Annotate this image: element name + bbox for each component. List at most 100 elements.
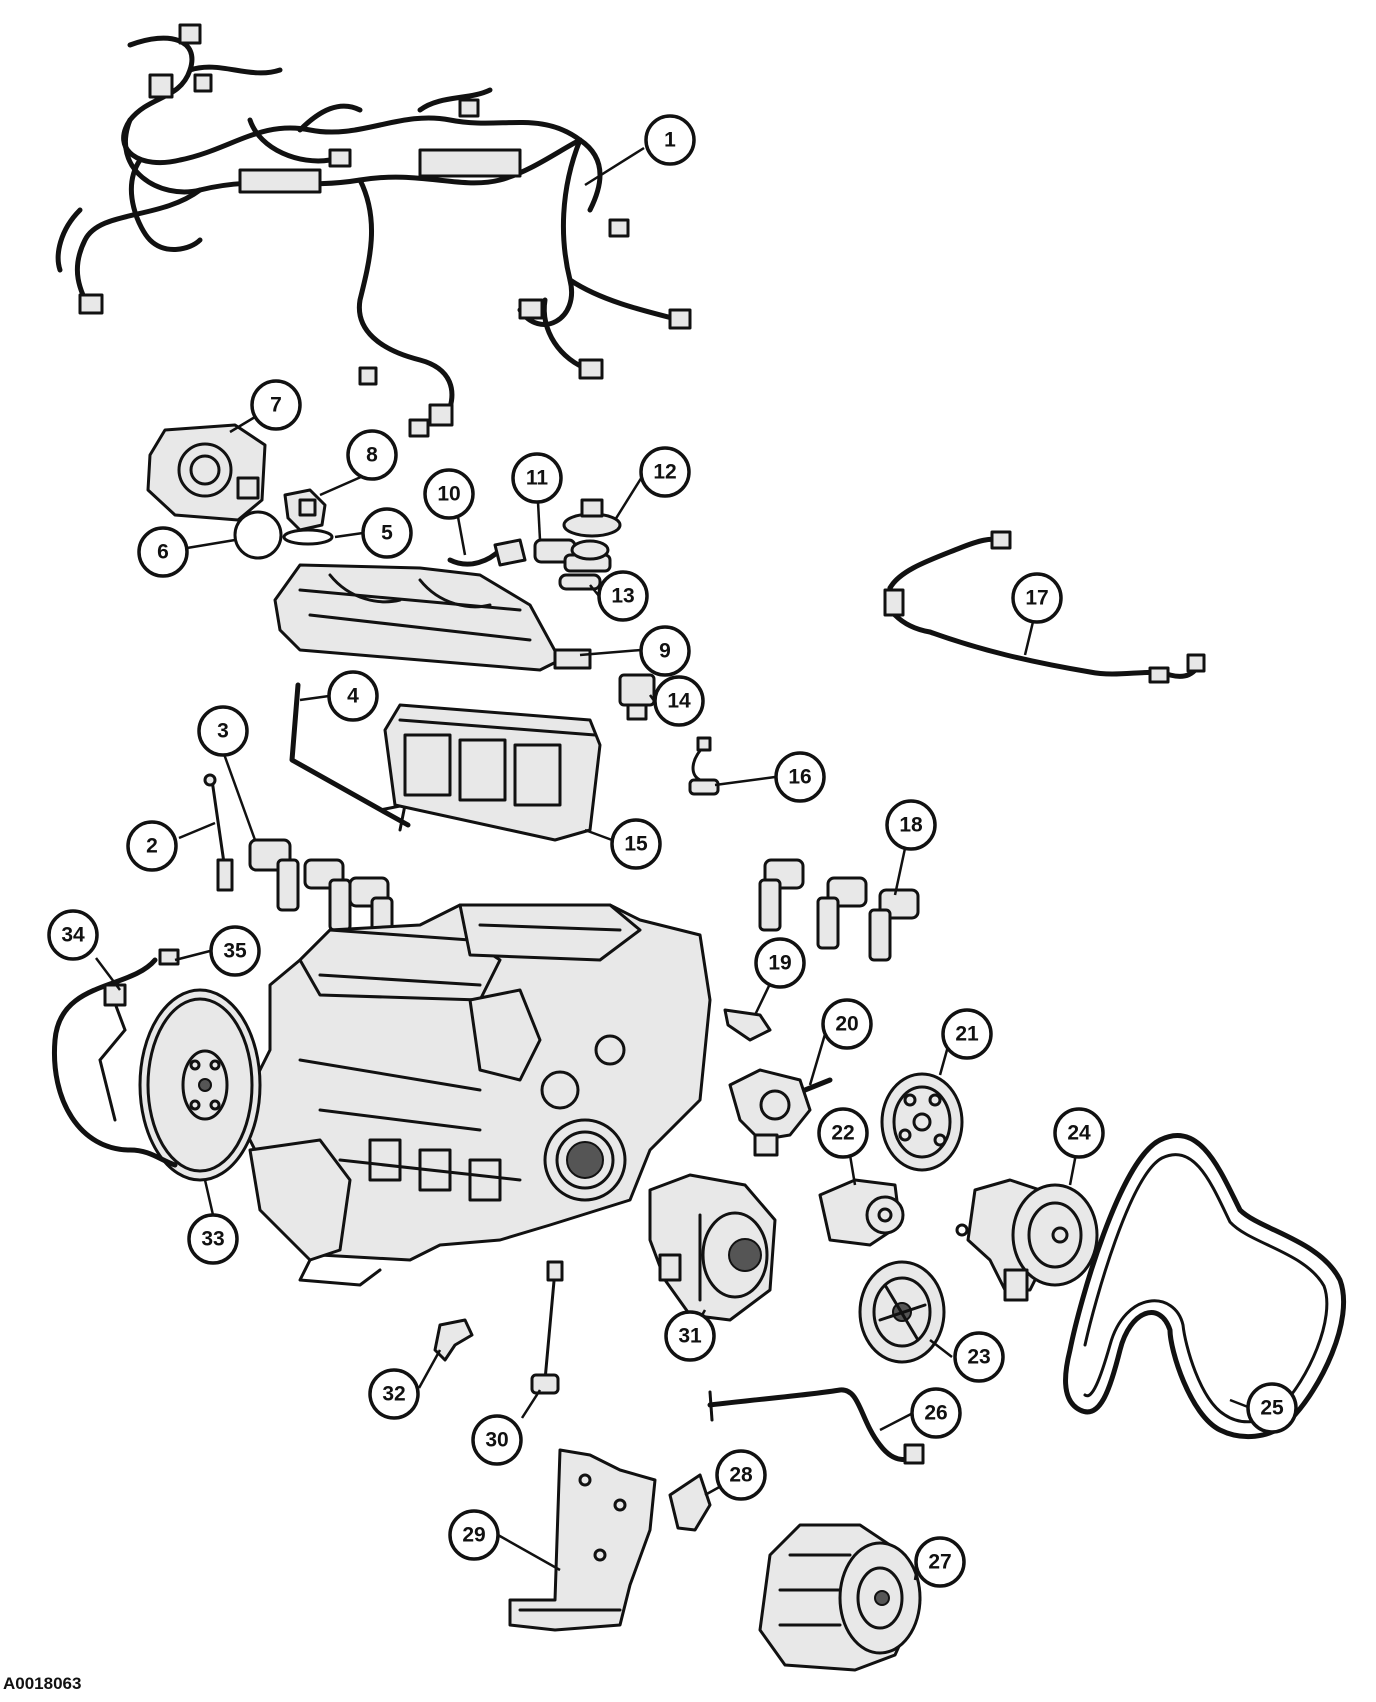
callout-34: 34 [47, 909, 99, 961]
callout-circle-26 [910, 1387, 962, 1439]
lower-intake-manifold-part [383, 703, 602, 842]
callout-label-15: 15 [624, 833, 648, 856]
callout-label-10: 10 [437, 483, 460, 506]
callout-label-32: 32 [382, 1383, 405, 1406]
callout-33: 33 [187, 1213, 239, 1265]
callout-35: 35 [209, 925, 261, 977]
oil-level-sensor-part [203, 773, 234, 892]
callout-7: 7 [250, 379, 302, 431]
drive-belt-part [1063, 1132, 1347, 1440]
callout-label-11: 11 [526, 467, 549, 490]
callout-circle-18 [885, 799, 937, 851]
callout-circle-28 [715, 1449, 767, 1501]
callout-label-21: 21 [955, 1023, 979, 1046]
callout-label-23: 23 [967, 1346, 990, 1369]
callout-label-33: 33 [201, 1228, 224, 1251]
callout-circle-30 [471, 1414, 523, 1466]
callout-circle-8 [346, 429, 398, 481]
callout-circle-20 [821, 998, 873, 1050]
callout-label-17: 17 [1025, 587, 1048, 610]
callout-label-16: 16 [788, 766, 811, 789]
callout-circle-19 [754, 937, 806, 989]
idle-air-control-valve-part [283, 488, 327, 532]
callout-30: 30 [471, 1414, 523, 1466]
callout-23: 23 [953, 1331, 1005, 1383]
callout-circle-23 [953, 1331, 1005, 1383]
callout-31: 31 [664, 1310, 716, 1362]
document-id-label: A0018063 [3, 1674, 82, 1693]
flywheel-part [138, 988, 262, 1182]
callout-label-28: 28 [729, 1464, 753, 1487]
generator-part [648, 1173, 777, 1322]
callout-25: 25 [1246, 1382, 1298, 1434]
callout-24: 24 [1053, 1107, 1105, 1159]
callout-circle-16 [774, 751, 826, 803]
throttle-body-gasket-part [233, 510, 283, 560]
callout-label-18: 18 [899, 814, 923, 837]
ignition-coils-left-part [248, 838, 394, 950]
callout-circle-15 [610, 818, 662, 870]
intake-sensor-part [618, 673, 656, 721]
callout-15: 15 [610, 818, 662, 870]
callout-circle-35 [209, 925, 261, 977]
knock-sensor-part [688, 736, 720, 796]
callout-20: 20 [821, 998, 873, 1050]
valve-gasket-part [282, 528, 334, 546]
callout-label-29: 29 [462, 1524, 485, 1547]
callout-9: 9 [639, 625, 691, 677]
callout-circle-5 [361, 507, 413, 559]
callout-label-25: 25 [1260, 1397, 1284, 1420]
callout-label-26: 26 [924, 1402, 947, 1425]
ignition-coils-right-part [758, 858, 920, 962]
callout-2: 2 [126, 820, 178, 872]
callout-27: 27 [914, 1536, 966, 1588]
callout-label-4: 4 [347, 685, 359, 708]
idler-pulley-upper-part [880, 1072, 964, 1172]
callout-12: 12 [639, 446, 691, 498]
callout-label-9: 9 [659, 640, 671, 663]
coolant-tube-part [707, 1387, 925, 1465]
callout-19: 19 [754, 937, 806, 989]
egr-gasket-part [558, 573, 602, 591]
callout-circle-17 [1011, 572, 1063, 624]
callout-circle-3 [197, 705, 249, 757]
callout-16: 16 [774, 751, 826, 803]
callout-circle-25 [1246, 1382, 1298, 1434]
callout-32: 32 [368, 1368, 420, 1420]
callout-circle-21 [941, 1008, 993, 1060]
callout-label-34: 34 [61, 924, 85, 947]
callout-circle-7 [250, 379, 302, 431]
callout-11: 11 [511, 452, 563, 504]
callout-circle-27 [914, 1536, 966, 1588]
callout-label-24: 24 [1067, 1122, 1091, 1145]
callout-13: 13 [597, 570, 649, 622]
callout-circle-9 [639, 625, 691, 677]
callout-21: 21 [941, 1008, 993, 1060]
callout-circle-24 [1053, 1107, 1105, 1159]
power-steering-pump-part [955, 1178, 1099, 1302]
callout-circle-1 [644, 114, 696, 166]
callout-label-22: 22 [831, 1122, 854, 1145]
callout-circle-11 [511, 452, 563, 504]
callout-10: 10 [423, 468, 475, 520]
callout-label-13: 13 [611, 585, 634, 608]
callout-14: 14 [653, 675, 705, 727]
ac-compressor-part [758, 1523, 922, 1672]
callout-circle-13 [597, 570, 649, 622]
engine-mount-plate-part [508, 1448, 657, 1632]
callout-label-5: 5 [381, 522, 393, 545]
callout-29: 29 [448, 1509, 500, 1561]
callout-label-14: 14 [667, 690, 691, 713]
callout-label-6: 6 [157, 541, 169, 564]
callout-circle-4 [327, 670, 379, 722]
callout-6: 6 [137, 526, 189, 578]
callout-label-2: 2 [146, 835, 158, 858]
callout-label-3: 3 [217, 720, 229, 743]
callout-17: 17 [1011, 572, 1063, 624]
callout-circle-33 [187, 1213, 239, 1265]
callout-22: 22 [817, 1107, 869, 1159]
callout-label-8: 8 [366, 444, 378, 467]
crankshaft-position-sensor-part [530, 1260, 564, 1395]
